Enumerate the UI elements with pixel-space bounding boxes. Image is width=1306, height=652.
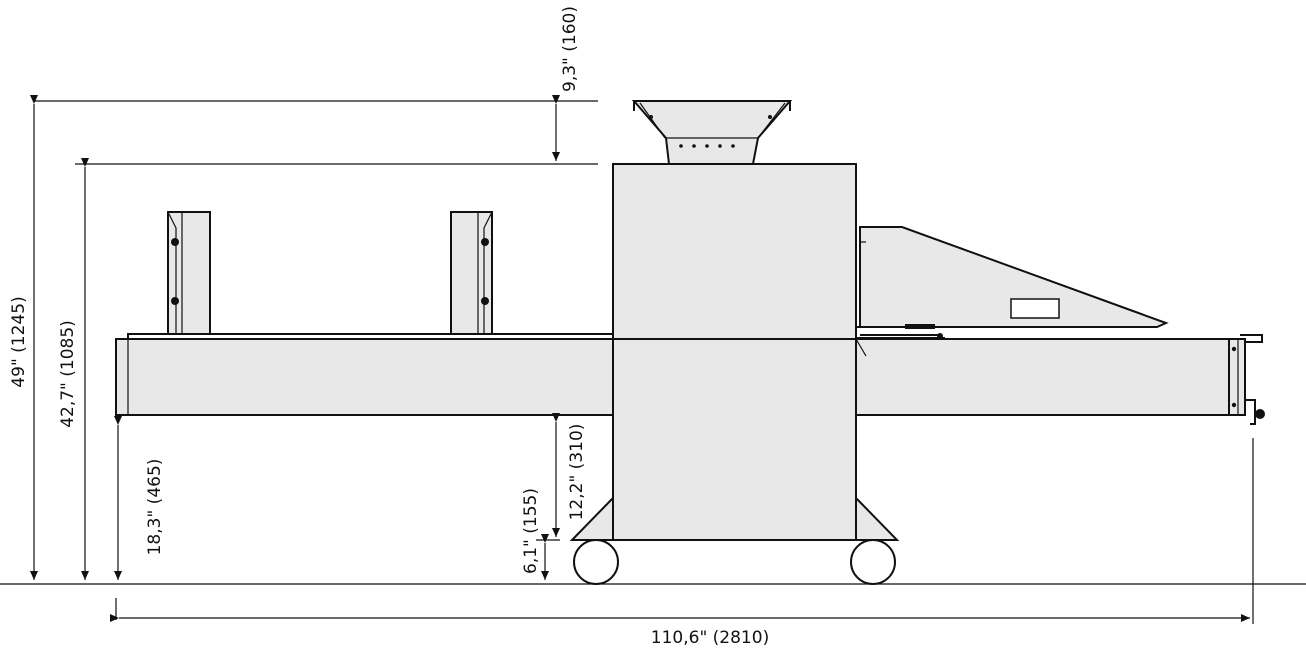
- dimension-leg-height: 12,2" (310): [552, 413, 587, 537]
- dimension-caster-height: 6,1" (155): [521, 488, 549, 580]
- caster-left: [573, 539, 619, 585]
- hopper-height-label: 9,3" (160): [560, 6, 580, 92]
- bed-underside-height-label: 18,3" (465): [145, 459, 165, 556]
- dimension-overall-length: 110,6" (2810): [110, 614, 1250, 648]
- dimension-belt-height: 42,7" (1085): [58, 158, 89, 580]
- main-housing: [612, 163, 857, 541]
- machine-outline: [115, 100, 1265, 585]
- base-frame: [569, 495, 900, 541]
- caster-height-label: 6,1" (155): [521, 488, 541, 574]
- dimension-hopper-height: 9,3" (160): [552, 6, 580, 161]
- caster-right: [850, 539, 896, 585]
- dimension-overall-height: 49" (1245): [9, 95, 38, 580]
- dimension-bed-underside-height: 18,3" (465): [114, 416, 165, 580]
- side-chute: [856, 226, 1169, 339]
- hopper: [631, 100, 793, 165]
- overall-height-label: 49" (1245): [9, 296, 29, 387]
- support-post-right: [450, 211, 493, 336]
- leg-height-label: 12,2" (310): [567, 424, 587, 521]
- support-post-left: [167, 211, 211, 336]
- belt-height-label: 42,7" (1085): [58, 320, 78, 428]
- overall-length-label: 110,6" (2810): [651, 628, 769, 648]
